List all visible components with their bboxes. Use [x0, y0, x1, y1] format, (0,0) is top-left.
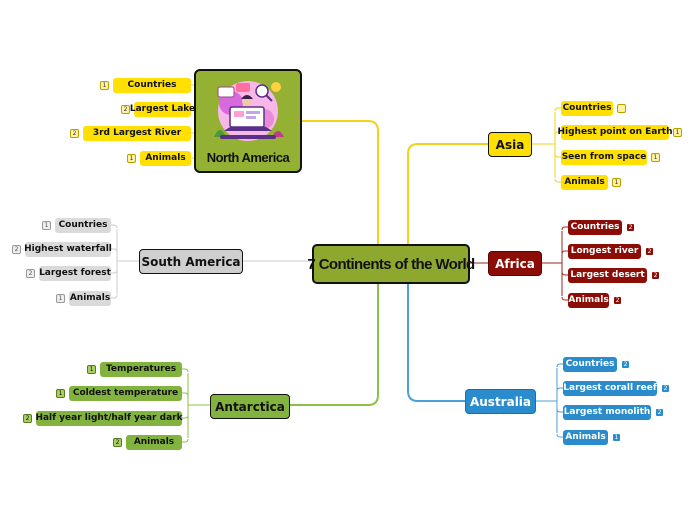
- leaf-connector: [182, 368, 189, 373]
- connector-antarctica: [290, 284, 379, 406]
- leaf-connector: [556, 433, 563, 438]
- connector-australia: [407, 284, 465, 402]
- central-topic[interactable]: 7 Continents of the World: [307, 244, 475, 284]
- leaf-connector: [556, 363, 563, 368]
- leaf-africa-longest-river[interactable]: Longest river: [568, 243, 641, 259]
- north-america-caption: North America: [206, 150, 290, 165]
- leaf-connector: [182, 392, 189, 397]
- leaf-antarctica-temperatures[interactable]: Temperatures: [100, 361, 182, 377]
- leaf-connector: [554, 107, 561, 112]
- priority-badge: [617, 103, 626, 113]
- connector-north-america: [302, 120, 379, 244]
- leaf-north-america-largest-lake[interactable]: Largest Lake: [130, 101, 195, 117]
- leaf-south-america-highest-waterfall[interactable]: Highest waterfall: [24, 241, 112, 257]
- priority-badge: 1: [612, 177, 621, 187]
- branch-north-america[interactable]: North America: [194, 69, 302, 173]
- leaf-asia-animals[interactable]: Animals: [561, 174, 608, 190]
- leaf-connector: [182, 414, 189, 419]
- leaf-connector: [556, 408, 563, 413]
- leaf-asia-highest-point-on-earth[interactable]: Highest point on Earth: [558, 124, 673, 140]
- leaf-connector: [561, 271, 568, 276]
- leaf-connector: [554, 178, 561, 183]
- person-at-laptop-illustration: [214, 81, 284, 141]
- leaf-australia-largest-corall-reef[interactable]: Largest corall reef: [563, 380, 657, 396]
- priority-badge: 1: [56, 388, 65, 398]
- priority-badge: 1: [56, 293, 65, 303]
- leaf-asia-seen-from-space[interactable]: Seen from space: [561, 149, 647, 165]
- branch-south-america[interactable]: South America: [139, 249, 243, 274]
- priority-badge: 2: [661, 383, 670, 393]
- priority-badge: 2: [12, 244, 21, 254]
- leaf-connector: [182, 438, 189, 443]
- leaf-australia-countries[interactable]: Countries: [563, 356, 617, 372]
- priority-badge: 1: [127, 153, 136, 163]
- priority-badge: 1: [673, 127, 682, 137]
- priority-badge: 1: [651, 152, 660, 162]
- leaf-north-america-3rd-largest-river[interactable]: 3rd Largest River: [83, 125, 191, 141]
- leaf-connector: [111, 248, 118, 253]
- leaf-south-america-largest-forest[interactable]: Largest forest: [39, 265, 111, 281]
- leaf-asia-countries[interactable]: Countries: [561, 100, 613, 116]
- leaf-connector: [561, 296, 568, 301]
- leaf-antarctica-half-year-light-half-year-dark[interactable]: Half year light/half year dark: [35, 410, 183, 426]
- leaf-antarctica-coldest-temperature[interactable]: Coldest temperature: [69, 385, 182, 401]
- branch-australia[interactable]: Australia: [465, 389, 536, 414]
- priority-badge: 2: [651, 270, 660, 280]
- leaf-connector: [554, 131, 561, 136]
- leaf-north-america-countries[interactable]: Countries: [113, 77, 191, 93]
- leaf-connector: [561, 250, 568, 255]
- branch-asia[interactable]: Asia: [488, 132, 532, 157]
- priority-badge: 2: [613, 295, 622, 305]
- branch-antarctica[interactable]: Antarctica: [210, 394, 290, 419]
- priority-badge: 2: [70, 128, 79, 138]
- leaf-australia-largest-monolith[interactable]: Largest monolith: [563, 404, 651, 420]
- priority-badge: 2: [655, 407, 664, 417]
- priority-badge: 1: [612, 432, 621, 442]
- leaf-connector: [556, 387, 563, 392]
- branch-africa[interactable]: Africa: [488, 251, 542, 276]
- priority-badge: 2: [113, 437, 122, 447]
- connector-asia: [407, 143, 488, 244]
- leaf-connector: [111, 224, 118, 229]
- priority-badge: 1: [100, 80, 109, 90]
- priority-badge: 2: [121, 104, 130, 114]
- priority-badge: 2: [26, 268, 35, 278]
- leaf-africa-countries[interactable]: Countries: [568, 219, 622, 235]
- leaf-south-america-animals[interactable]: Animals: [69, 290, 111, 306]
- priority-badge: 1: [87, 364, 96, 374]
- priority-badge: 2: [621, 359, 630, 369]
- priority-badge: 1: [42, 220, 51, 230]
- leaf-africa-largest-desert[interactable]: Largest desert: [568, 267, 647, 283]
- leaf-south-america-countries[interactable]: Countries: [55, 217, 111, 233]
- leaf-north-america-animals[interactable]: Animals: [140, 150, 191, 166]
- leaf-connector: [111, 269, 118, 274]
- leaf-connector: [554, 153, 561, 158]
- priority-badge: 2: [645, 246, 654, 256]
- leaf-australia-animals[interactable]: Animals: [563, 429, 608, 445]
- priority-badge: 2: [23, 413, 32, 423]
- leaf-africa-animals[interactable]: Animals: [568, 292, 609, 308]
- leaf-connector: [561, 226, 568, 231]
- leaf-antarctica-animals[interactable]: Animals: [126, 434, 182, 450]
- leaf-connector: [111, 294, 118, 299]
- priority-badge: 2: [626, 222, 635, 232]
